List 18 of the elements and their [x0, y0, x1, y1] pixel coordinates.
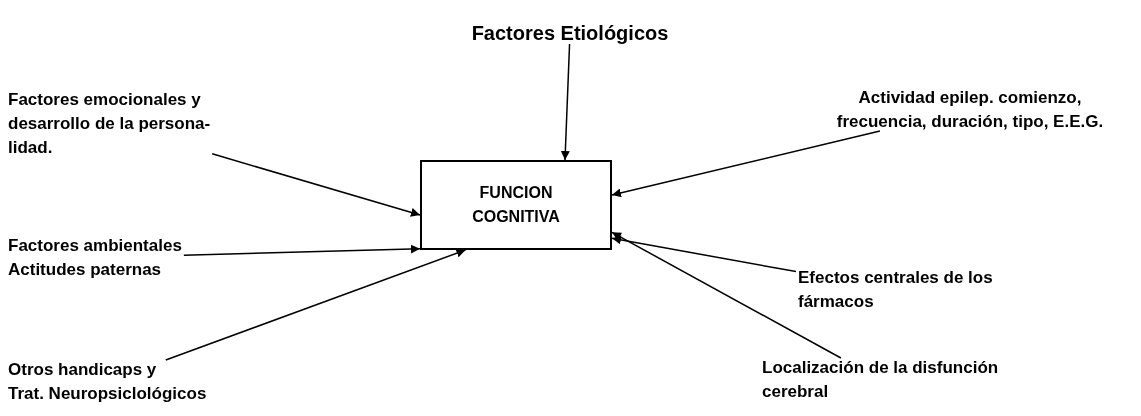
node-label: Factores ambientales [8, 235, 183, 257]
arrow [611, 130, 881, 198]
arrow [211, 153, 421, 217]
arrow [183, 244, 421, 256]
node-label: Otros handicaps y [8, 359, 158, 381]
arrow [611, 231, 842, 359]
arrow [165, 248, 467, 361]
arrow [611, 235, 797, 273]
node-label: FUNCION COGNITIVA [471, 183, 561, 227]
node-label: Trat. Neuropsiclológicos [8, 383, 208, 405]
node-label: Actividad epilep. comienzo, frecuencia, duración, tipo, E.E.G. [835, 87, 1105, 133]
process-box [420, 160, 612, 250]
node-label: Localización de la disfunción cerebral [762, 357, 1000, 403]
arrow [560, 43, 571, 161]
node-label: Efectos centrales de los fármacos [798, 267, 994, 313]
node-label: Actitudes paternas [8, 259, 163, 281]
node-label: Factores Etiológicos [470, 21, 670, 46]
node-label: Factores emocionales y desarrollo de la persona-lidad. [8, 89, 212, 159]
